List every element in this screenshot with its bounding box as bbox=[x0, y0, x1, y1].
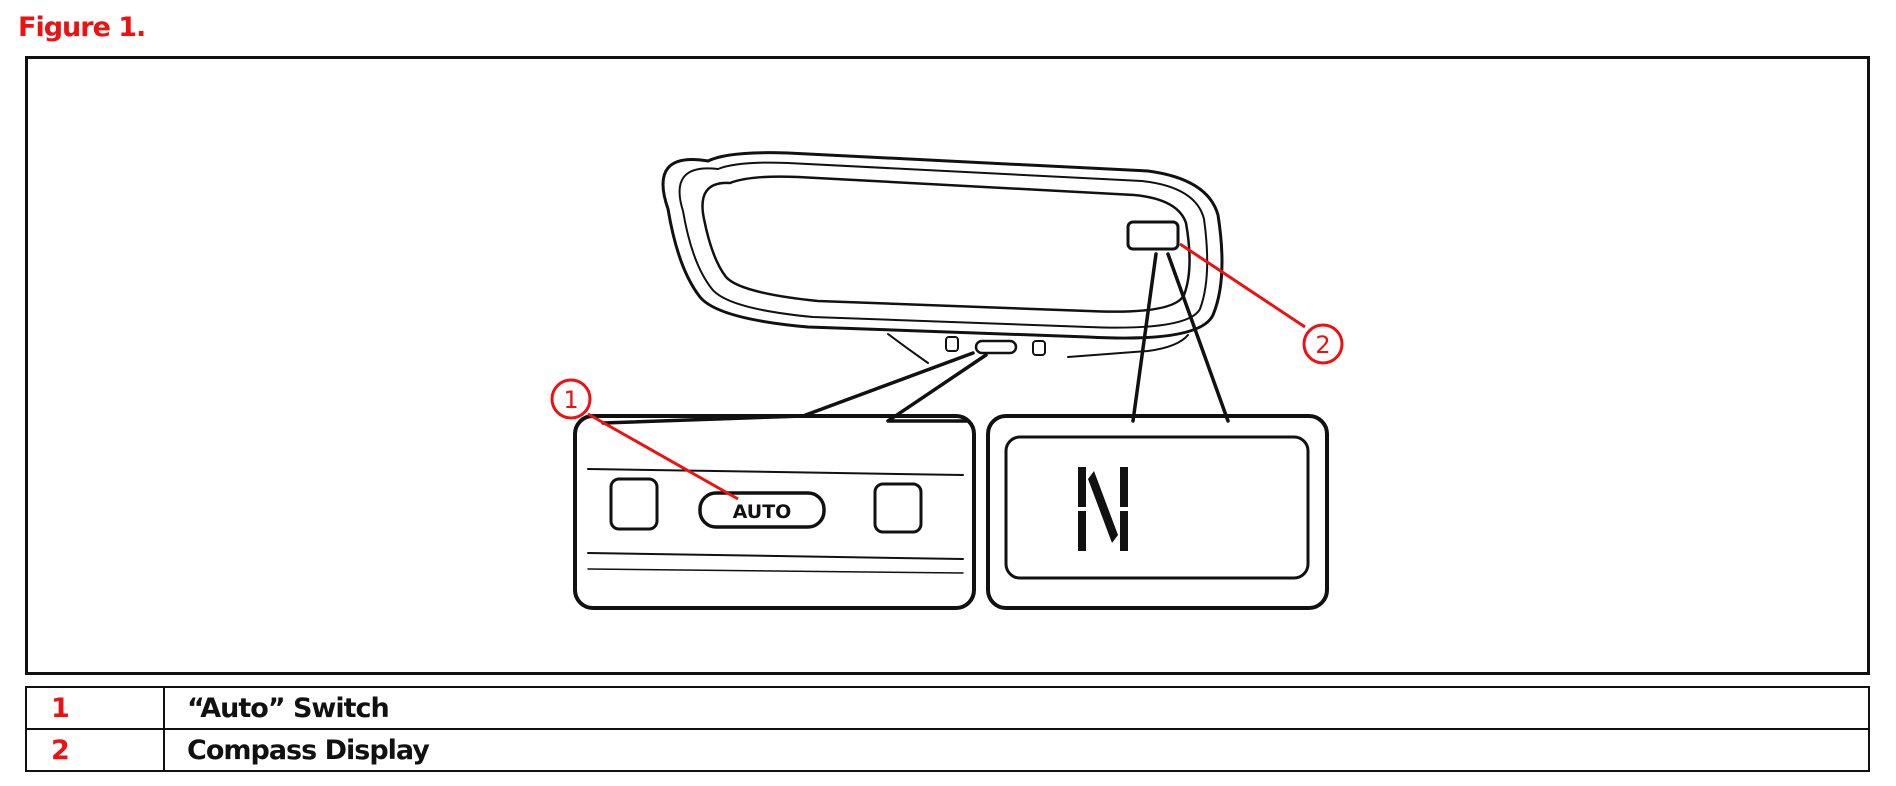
auto-switch-button bbox=[698, 491, 826, 529]
compass-heading-glyph bbox=[1078, 467, 1128, 551]
svg-text:1: 1 bbox=[563, 386, 578, 414]
legend-description: Compass Display bbox=[163, 728, 1870, 772]
legend-number: 1 bbox=[25, 686, 165, 730]
figure-caption: Figure 1. bbox=[18, 12, 146, 43]
mirror-illustration: AUTO 1 2 bbox=[550, 151, 1344, 610]
legend-row: 1 “Auto” Switch bbox=[25, 686, 1870, 730]
svg-text:2: 2 bbox=[1315, 331, 1330, 359]
callout-1-leader bbox=[587, 412, 739, 501]
compass-window bbox=[1126, 220, 1180, 251]
callout-2-leader bbox=[1179, 242, 1306, 329]
auto-switch-detail bbox=[573, 414, 976, 610]
mirror-outer-frame bbox=[661, 151, 1224, 340]
compass-display-detail bbox=[986, 414, 1329, 610]
legend-number: 2 bbox=[25, 728, 165, 772]
callout-1: 1 bbox=[550, 378, 592, 420]
legend-description: “Auto” Switch bbox=[163, 686, 1870, 730]
figure-frame: AUTO 1 2 bbox=[25, 56, 1870, 675]
auto-switch-label: AUTO bbox=[733, 501, 792, 523]
legend-row: 2 Compass Display bbox=[25, 728, 1870, 772]
callout-2: 2 bbox=[1302, 323, 1344, 365]
legend-table: 1 “Auto” Switch 2 Compass Display bbox=[25, 686, 1870, 772]
